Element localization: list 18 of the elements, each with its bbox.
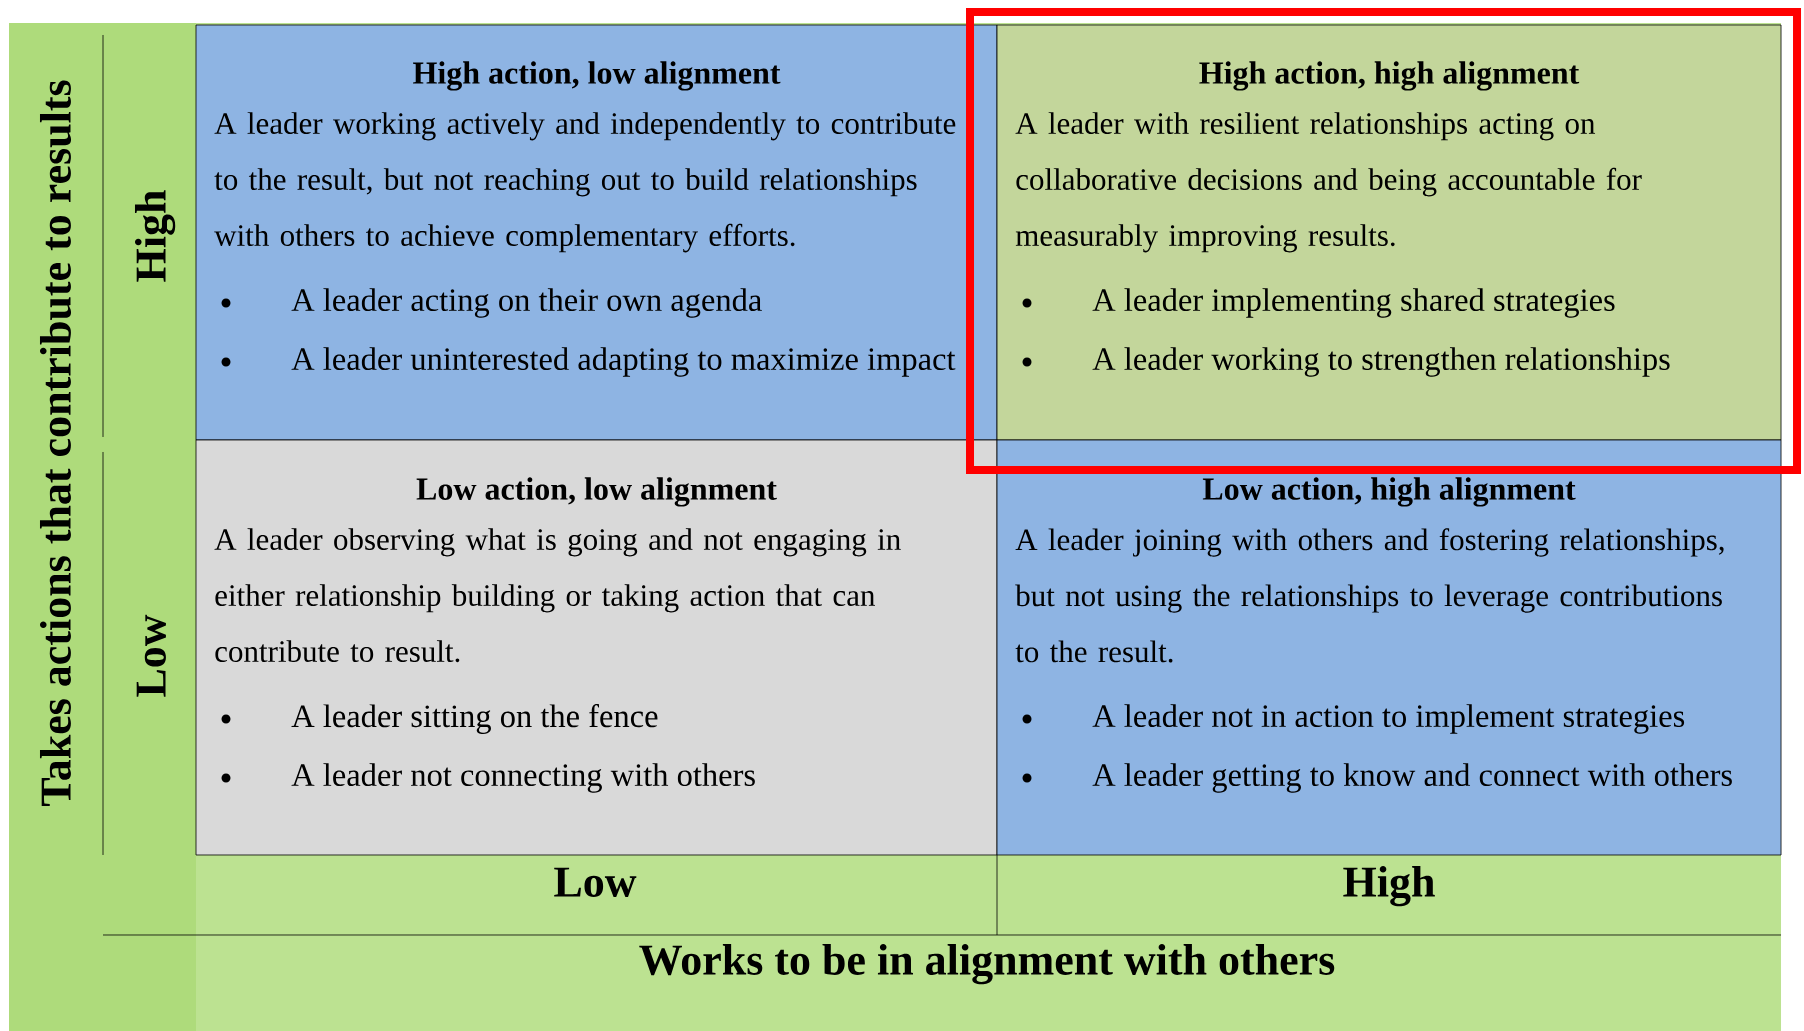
description: A leader working actively and independently to contribute to the result, but not reaching out to build relationships with others to achieve complementary efforts. (214, 112, 956, 253)
bullet-item: A leader acting on their own agenda (291, 288, 762, 318)
bullet-item: A leader sitting on the fence (291, 704, 658, 734)
quadrant-heading: Low action, low alignment (416, 477, 777, 507)
bullet-item: A leader working to strengthen relationships (1092, 347, 1670, 377)
bullet-item: A leader not connecting with others (291, 763, 755, 793)
description: A leader joining with others and fostering relationships, but not using the relationships to leverage contributions to the result. (1015, 528, 1724, 663)
quadrant-heading: High action, high alignment (1199, 61, 1580, 91)
quadrant-heading: Low action, high alignment (1202, 477, 1576, 507)
description: A leader with resilient relationships acting on collaborative decisions and being accountable for measurably improving results. (1015, 112, 1642, 253)
description: A leader observing what is going and not engaging in either relationship building or taking action that can contribute to result. (214, 528, 901, 663)
bullet-item: A leader not in action to implement strategies (1092, 704, 1685, 734)
axis-title: Takes actions that contribute to results (40, 80, 72, 806)
bullet-item: A leader getting to know and connect with others (1092, 763, 1732, 793)
bullet-item: A leader implementing shared strategies (1092, 288, 1615, 318)
quadrant-heading: High action, low alignment (413, 61, 781, 91)
axis-title: Works to be in alignment with others (639, 944, 1335, 985)
bullet-item: A leader uninterested adapting to maximize impact (291, 347, 956, 377)
